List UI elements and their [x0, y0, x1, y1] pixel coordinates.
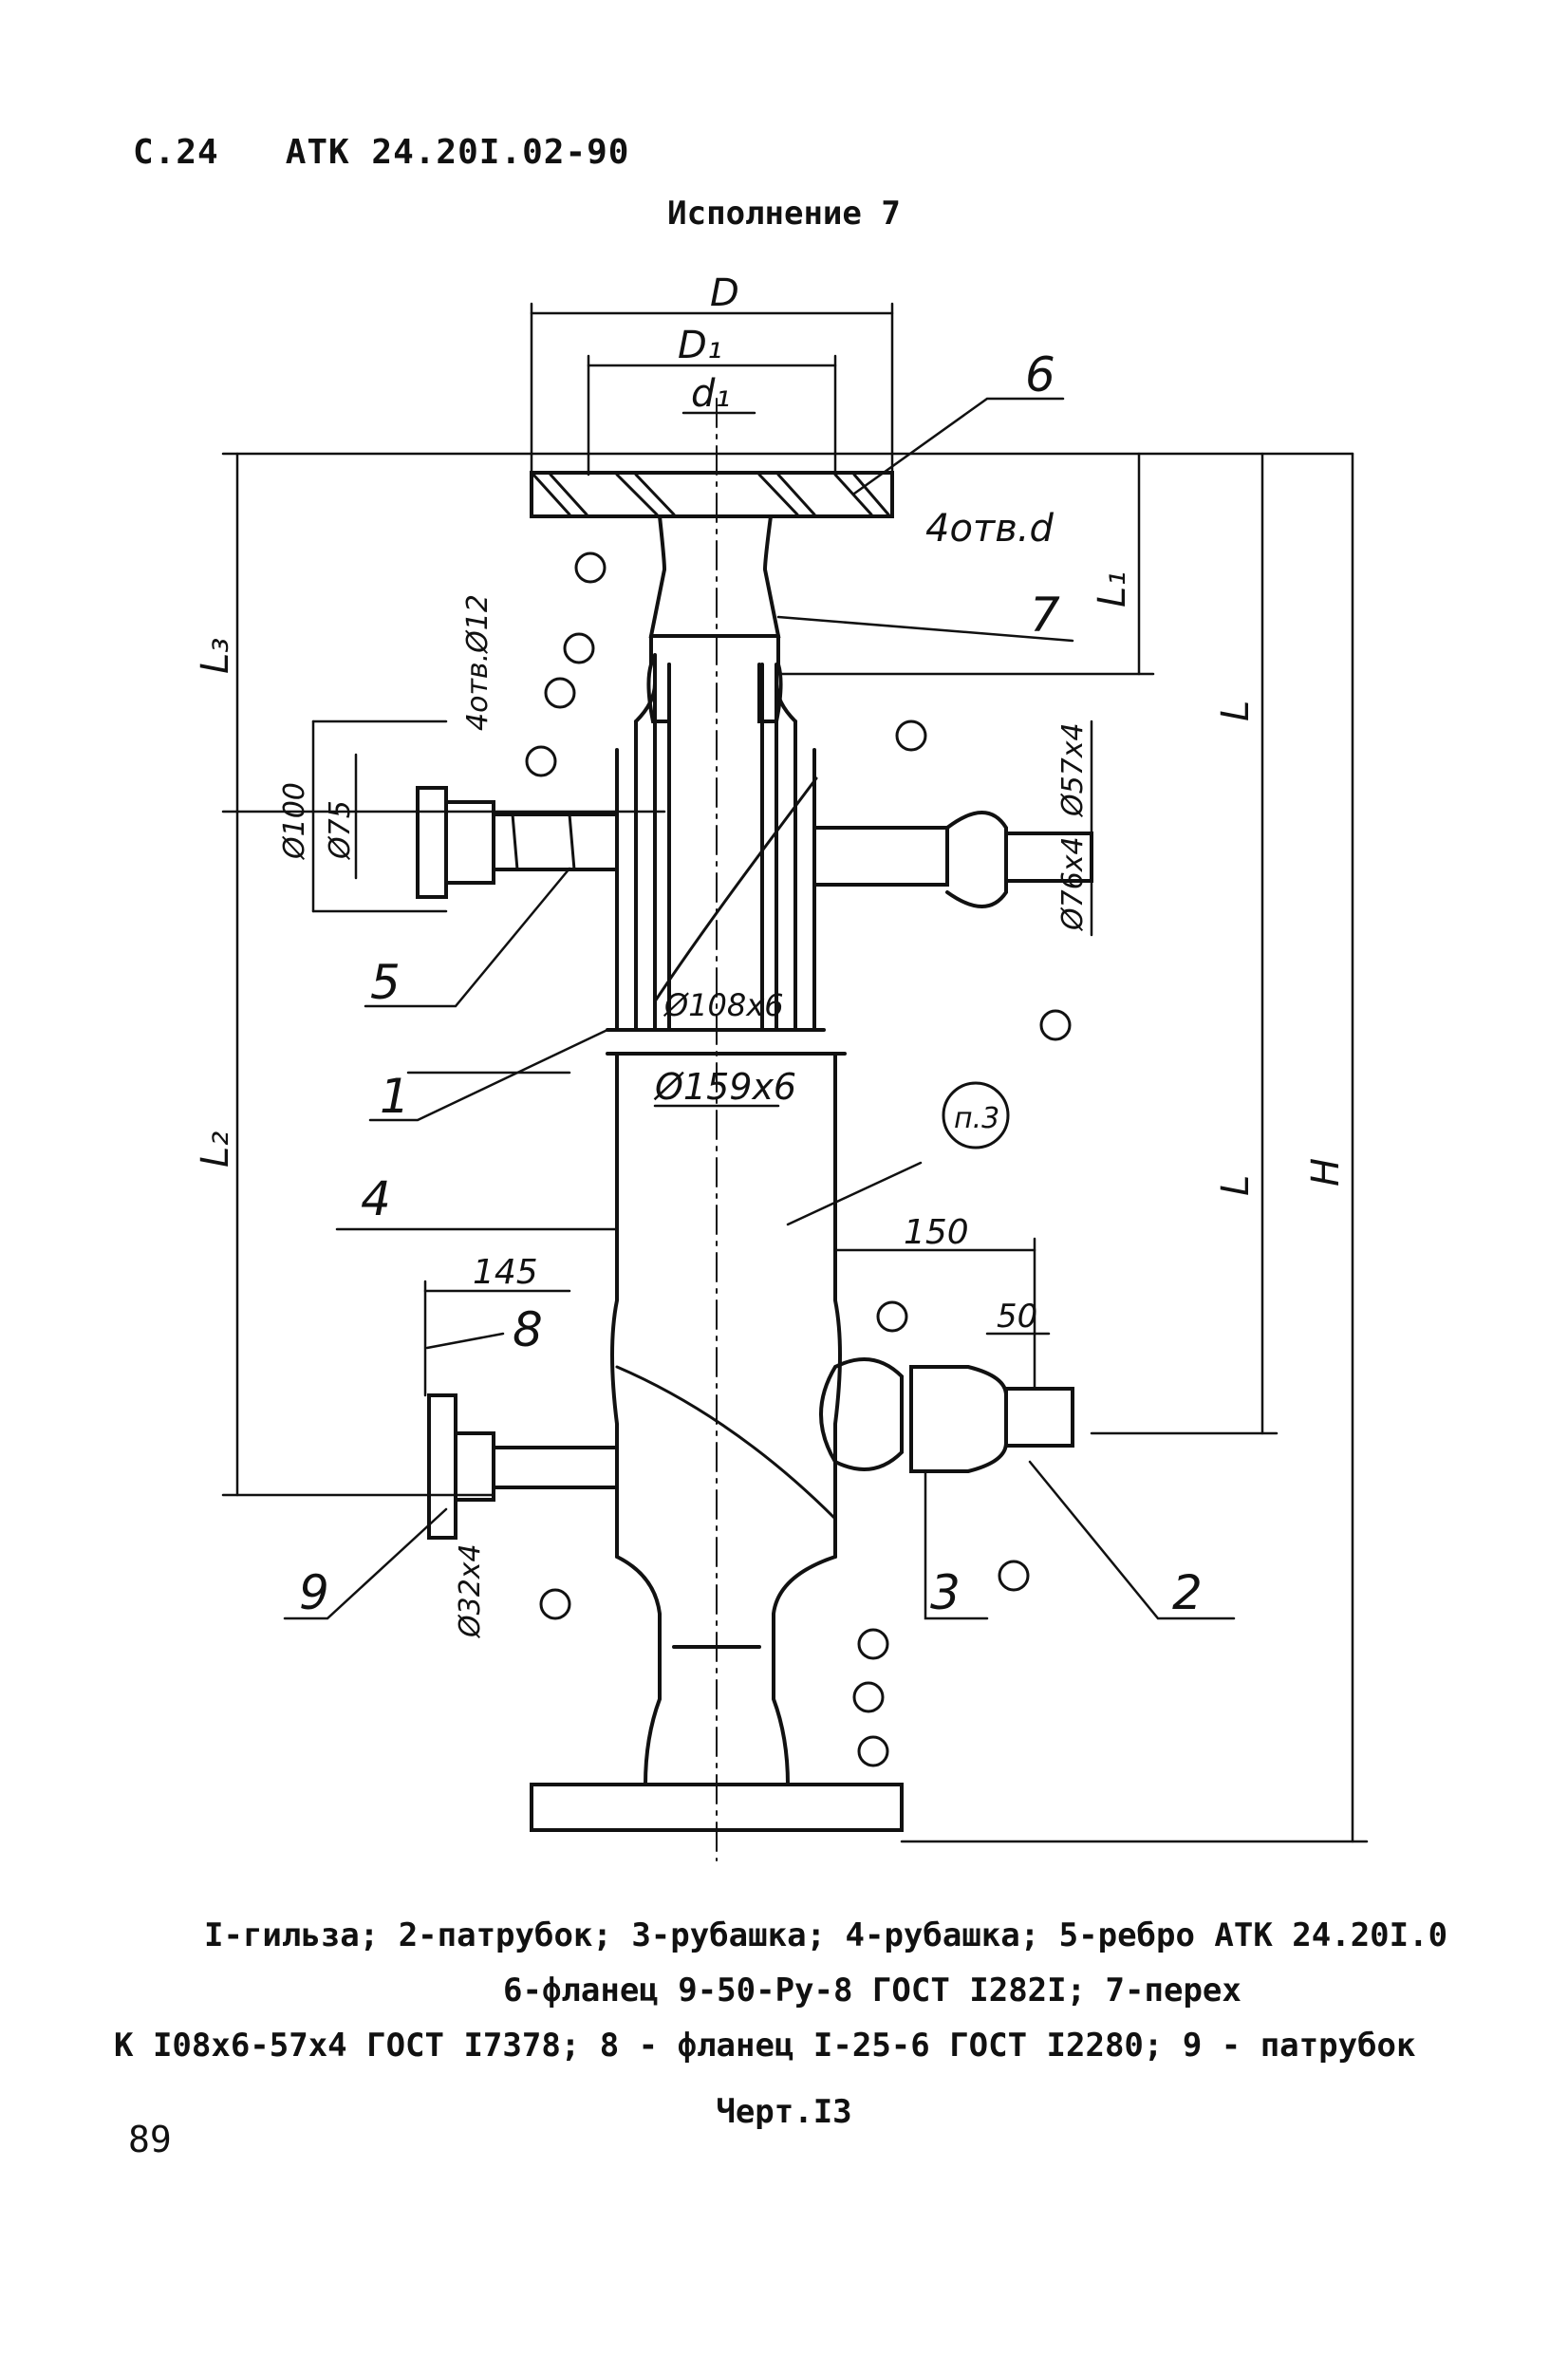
dim-d1: d₁	[691, 372, 730, 416]
note-circle	[942, 1081, 1010, 1149]
part-label-7: 7	[1030, 588, 1060, 643]
dim-d32: Ø32x4	[454, 1543, 487, 1639]
dim-L2: L₂	[194, 1131, 237, 1168]
dim-H: H	[1304, 1158, 1348, 1187]
caption-line-2: 6-фланец 9-50-Pу-8 ГОСТ I282I; 7-перех	[503, 1972, 1241, 2009]
dim-150: 150	[904, 1213, 969, 1252]
dim-d100: Ø100	[278, 782, 311, 861]
document-code: АТК 24.20I.02-90	[285, 133, 630, 172]
dim-d159: Ø159x6	[653, 1066, 796, 1108]
dim-d57: Ø57x4	[1056, 722, 1090, 818]
dim-L-lower: L	[1214, 1175, 1258, 1196]
dim-D1: D₁	[678, 324, 722, 367]
dim-L1: L₁	[1091, 571, 1134, 607]
dim-d76: Ø76x4	[1056, 836, 1090, 932]
part-label-6: 6	[1025, 347, 1055, 402]
caption-line-1: I-гильза; 2-патрубок; 3-рубашка; 4-рубаш…	[204, 1916, 1448, 1954]
left-lower-nozzle	[427, 1393, 619, 1540]
weld-markers	[525, 551, 1072, 1767]
leader-lines	[283, 397, 1236, 1620]
caption-line-3: К I08x6-57x4 ГОСТ I7378; 8 - фланец I-25…	[114, 2027, 1416, 2065]
left-side-nozzle	[416, 786, 619, 899]
note-p3: п.3	[954, 1102, 999, 1135]
page-code: С.24	[133, 133, 219, 172]
page-number: 89	[128, 2119, 172, 2160]
dim-145: 145	[473, 1253, 538, 1292]
dim-holes-d: 4отв.d	[925, 507, 1055, 551]
part-label-3: 3	[930, 1565, 961, 1620]
dim-D: D	[710, 271, 739, 315]
top-flange	[530, 471, 894, 638]
dim-L-upper: L	[1214, 701, 1258, 721]
dimension-lines	[221, 302, 1369, 1843]
figure-label: Черт.I3	[716, 2093, 852, 2131]
dim-d75: Ø75	[324, 800, 357, 861]
part-label-2: 2	[1172, 1565, 1203, 1620]
part-label-9: 9	[299, 1565, 329, 1620]
dim-50: 50	[997, 1298, 1037, 1336]
dim-L3: L₃	[194, 638, 237, 674]
right-lower-nozzle	[819, 1357, 1074, 1473]
dim-d108: Ø108x6	[663, 987, 784, 1023]
part-label-5: 5	[370, 955, 401, 1010]
right-side-nozzle	[812, 811, 1093, 908]
part-label-8: 8	[513, 1302, 543, 1357]
dim-holes-12: 4отв.Ø12	[461, 594, 495, 731]
jacket-body	[606, 1052, 847, 1559]
page-header: С.24 АТК 24.20I.02-90	[133, 133, 629, 172]
part-label-4: 4	[361, 1171, 391, 1226]
parts-caption: I-гильза; 2-патрубок; 3-рубашка; 4-рубаш…	[114, 1908, 1462, 2073]
technical-drawing: D D₁ d₁ 4отв.d L₃ L₂ L₁ L L H 4отв.Ø12 Ø…	[194, 271, 1369, 1861]
variant-title: Исполнение 7	[667, 195, 901, 233]
part-label-1: 1	[380, 1069, 410, 1124]
